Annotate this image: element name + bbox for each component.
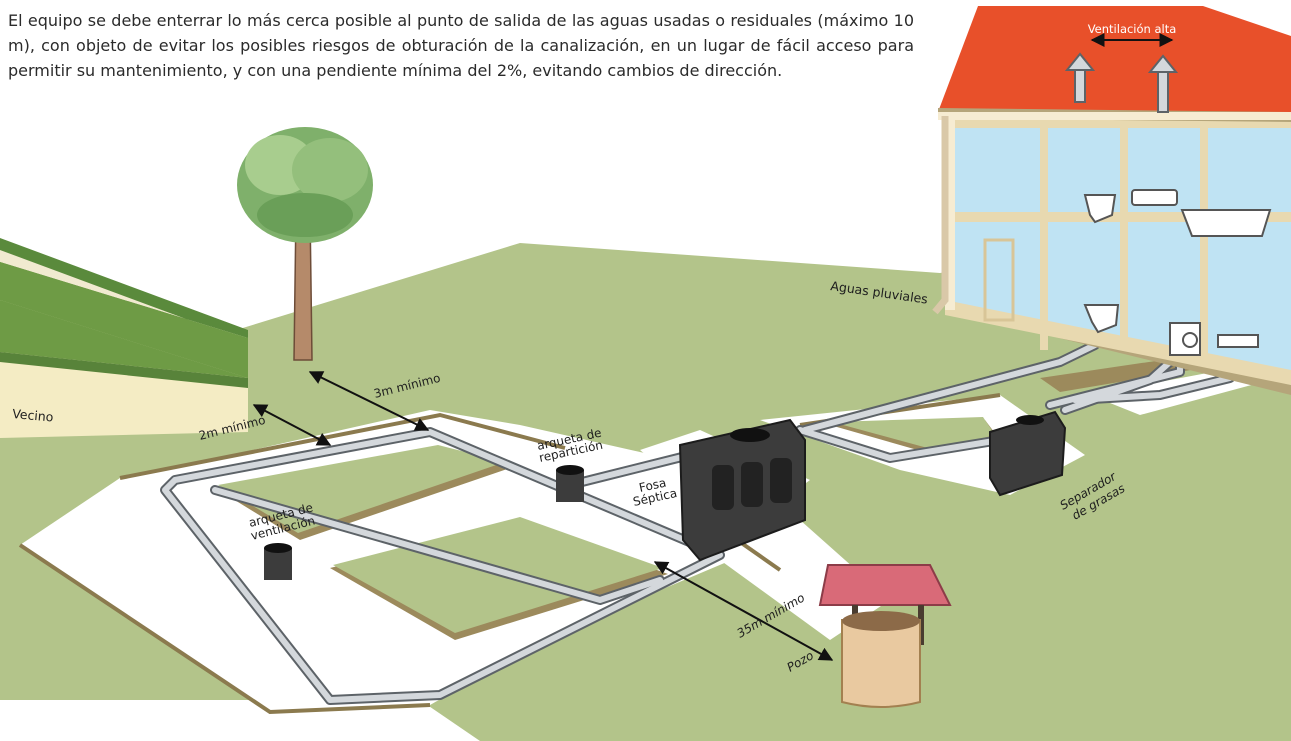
rainwater-pipe [932,116,949,315]
ventilation-box [264,543,292,580]
bathroom-fixtures [1083,189,1272,356]
house [932,6,1291,395]
neighbor-property [0,238,248,438]
label-fosa-line1: Fosa [638,476,668,495]
pipe-network [160,185,1235,705]
intro-paragraph: El equipo se debe enterrar lo más cerca … [8,11,914,80]
label-vecino: Vecino [12,406,54,425]
vent-pipes [1064,52,1179,113]
tree [237,127,373,361]
well [818,564,952,708]
grease-separator [989,410,1067,497]
distribution-box [556,465,584,502]
label-ventilacion-alta: Ventilación alta [1088,22,1177,36]
septic-tank [678,418,806,562]
roof [938,6,1291,112]
distance-arrows [252,371,834,661]
